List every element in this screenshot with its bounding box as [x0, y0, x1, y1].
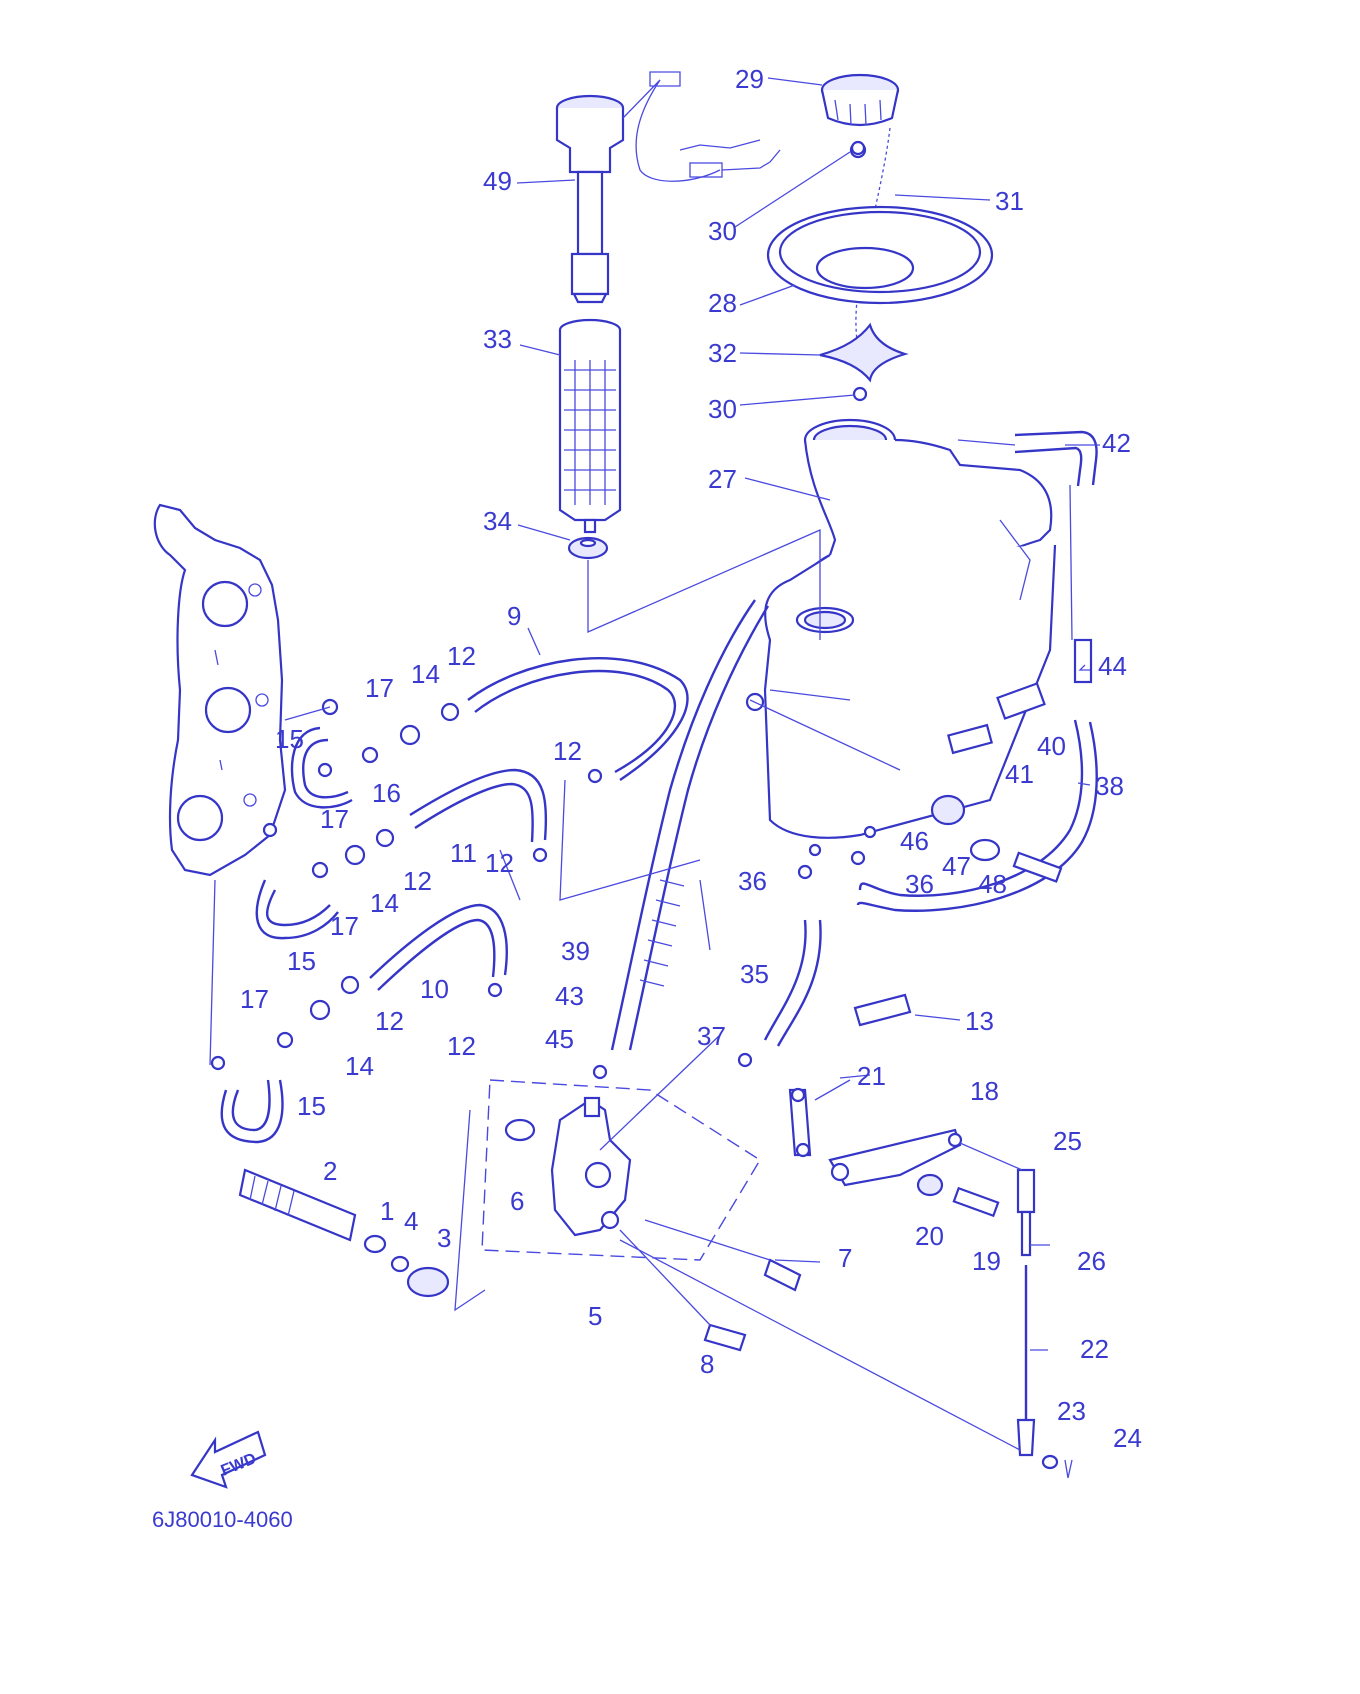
- hose-40: [996, 682, 1046, 720]
- part-label-7: 7: [838, 1243, 852, 1273]
- drive-gear-shaft: [238, 1168, 450, 1298]
- hose-10: [369, 903, 508, 991]
- part-label-46: 46: [900, 826, 929, 856]
- filler-plate: [766, 205, 994, 305]
- part-label-12: 12: [553, 736, 582, 766]
- hose-11: [409, 768, 548, 843]
- assembly-lines: [209, 484, 1073, 1451]
- part-label-21: 21: [857, 1061, 886, 1091]
- part-label-34: 34: [483, 506, 512, 536]
- bolts: [619, 1219, 802, 1352]
- seal: [567, 536, 609, 560]
- part-label-12: 12: [447, 1031, 476, 1061]
- part-label-28: 28: [708, 288, 737, 318]
- part-label-22: 22: [1080, 1334, 1109, 1364]
- part-label-45: 45: [545, 1024, 574, 1054]
- part-label-49: 49: [483, 166, 512, 196]
- filler-cap: [820, 73, 900, 127]
- oil-pump-assembly: [481, 1079, 761, 1261]
- part-label-29: 29: [735, 64, 764, 94]
- hose-9: [467, 657, 689, 781]
- link-rod-21: [788, 1087, 812, 1158]
- gasket-star: [819, 322, 909, 383]
- fwd-arrow-icon: FWD: [190, 1430, 267, 1489]
- part-label-12: 12: [447, 641, 476, 671]
- clip-30: [850, 140, 868, 402]
- part-label-39: 39: [561, 936, 590, 966]
- part-label-24: 24: [1113, 1423, 1142, 1453]
- part-label-32: 32: [708, 338, 737, 368]
- part-label-30: 30: [708, 394, 737, 424]
- part-label-42: 42: [1102, 428, 1131, 458]
- part-label-20: 20: [915, 1221, 944, 1251]
- damper-13: [853, 993, 912, 1027]
- part-label-6: 6: [510, 1186, 524, 1216]
- part-label-15: 15: [297, 1091, 326, 1121]
- part-label-35: 35: [740, 959, 769, 989]
- part-label-9: 9: [507, 601, 521, 631]
- part-label-14: 14: [345, 1051, 374, 1081]
- intake-manifold: [153, 503, 287, 877]
- part-label-23: 23: [1057, 1396, 1086, 1426]
- part-label-12: 12: [403, 866, 432, 896]
- part-label-15: 15: [287, 946, 316, 976]
- part-label-16: 16: [372, 778, 401, 808]
- part-label-19: 19: [972, 1246, 1001, 1276]
- part-label-36: 36: [905, 869, 934, 899]
- part-label-48: 48: [978, 869, 1007, 899]
- leader-lines: [516, 77, 1100, 1351]
- bolt-19: [952, 1186, 1000, 1218]
- part-label-47: 47: [942, 851, 971, 881]
- part-label-17: 17: [240, 984, 269, 1014]
- part-label-8: 8: [700, 1349, 714, 1379]
- part-label-2: 2: [323, 1156, 337, 1186]
- part-label-15: 15: [275, 724, 304, 754]
- collar-20: [916, 1173, 944, 1197]
- part-label-14: 14: [411, 659, 440, 689]
- cable-22: [1016, 1168, 1073, 1479]
- lever-18: [828, 1128, 963, 1187]
- hose-42: [1014, 430, 1098, 487]
- part-label-12: 12: [375, 1006, 404, 1036]
- oil-level-gauge: [555, 71, 781, 304]
- hose-35: [763, 919, 822, 1047]
- part-label-10: 10: [420, 974, 449, 1004]
- part-labels: 49 29 31 30 28 33 32 30 42 27 34 9 12 14…: [240, 64, 1142, 1453]
- diagram-part-code: 6J80010-4060: [152, 1507, 293, 1532]
- part-label-1: 1: [380, 1196, 394, 1226]
- part-label-11: 11: [450, 838, 477, 868]
- part-label-26: 26: [1077, 1246, 1106, 1276]
- part-label-40: 40: [1037, 731, 1066, 761]
- fittings: [210, 638, 1093, 1080]
- part-label-5: 5: [588, 1301, 602, 1331]
- hose-15: [220, 726, 353, 1144]
- part-label-4: 4: [404, 1206, 418, 1236]
- part-label-3: 3: [437, 1223, 451, 1253]
- oil-tank: [745, 418, 1057, 857]
- oil-strainer: [558, 318, 622, 534]
- part-label-44: 44: [1098, 651, 1127, 681]
- part-label-33: 33: [483, 324, 512, 354]
- hose-39-43: [610, 599, 770, 1051]
- hose-38: [856, 719, 1098, 912]
- part-label-12: 12: [485, 848, 514, 878]
- part-label-30: 30: [708, 216, 737, 246]
- part-label-31: 31: [995, 186, 1024, 216]
- part-label-18: 18: [970, 1076, 999, 1106]
- part-label-17: 17: [330, 911, 359, 941]
- part-label-25: 25: [1053, 1126, 1082, 1156]
- part-label-14: 14: [370, 888, 399, 918]
- part-label-38: 38: [1095, 771, 1124, 801]
- part-label-36: 36: [738, 866, 767, 896]
- part-label-27: 27: [708, 464, 737, 494]
- part-label-13: 13: [965, 1006, 994, 1036]
- part-label-43: 43: [555, 981, 584, 1011]
- part-label-37: 37: [697, 1021, 726, 1051]
- part-label-41: 41: [1005, 759, 1034, 789]
- part-label-17: 17: [365, 673, 394, 703]
- part-label-17: 17: [320, 804, 349, 834]
